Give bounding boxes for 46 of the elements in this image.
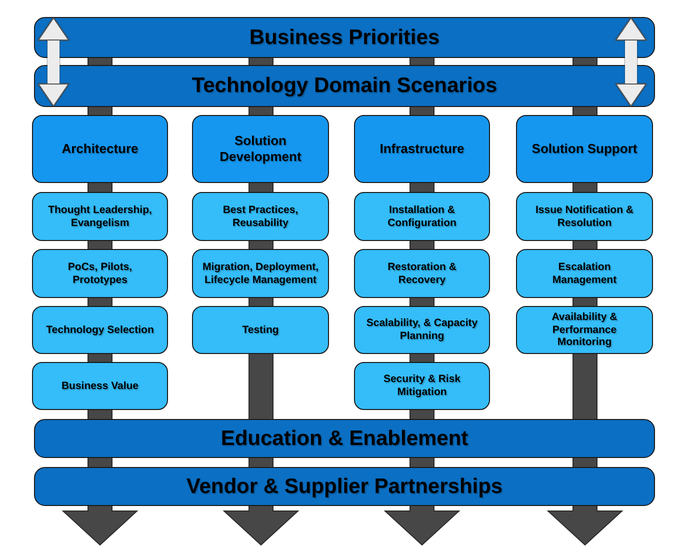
double-headed-arrow (38, 18, 69, 106)
process-box (516, 192, 653, 241)
process-box (516, 306, 653, 354)
process-box (32, 249, 168, 298)
band-title: Business Priorities (249, 24, 440, 50)
process-box (354, 249, 490, 298)
category-title: Solution Support (532, 141, 638, 157)
process-box (354, 306, 490, 354)
layer-band (34, 17, 655, 58)
layer-band (34, 467, 655, 506)
process-box (354, 192, 490, 241)
process-label: Thought Leadership, Evangelism (47, 204, 153, 230)
category-box (354, 115, 490, 183)
process-label: Business Value (61, 380, 139, 392)
process-box (354, 362, 490, 410)
process-box (32, 306, 168, 354)
layer-band (34, 65, 655, 107)
category-title: Solution Development (218, 133, 302, 165)
category-title: Architecture (62, 141, 138, 157)
process-label: Installation & Configuration (386, 204, 458, 230)
double-headed-arrow (616, 18, 646, 106)
category-box (192, 115, 329, 183)
process-box (192, 192, 329, 241)
process-label: Migration, Deployment, Lifecycle Management (201, 260, 320, 286)
layer-band (34, 419, 655, 458)
process-label: Testing (242, 324, 279, 336)
process-box (192, 306, 329, 354)
band-title: Technology Domain Scenarios (192, 73, 498, 99)
process-label: Escalation Management (551, 260, 618, 286)
process-label: Best Practices, Reusability (222, 204, 300, 230)
process-label: Scalability, & Capacity Planning (365, 317, 479, 343)
category-box (32, 115, 168, 183)
category-box (516, 115, 653, 183)
process-label: Technology Selection (46, 324, 154, 336)
process-label: Issue Notification & Resolution (534, 204, 634, 230)
process-label: PoCs, Pilots, Prototypes (66, 260, 134, 286)
process-label: Restoration & Recovery (386, 260, 458, 286)
process-box (192, 249, 329, 298)
process-box (32, 192, 168, 241)
process-label: Security & Risk Mitigation (382, 373, 462, 399)
process-box (32, 362, 168, 410)
category-title: Infrastructure (380, 141, 464, 157)
band-title: Vendor & Supplier Partnerships (186, 474, 503, 500)
process-label: Availability & Performance Monitoring (550, 311, 618, 349)
process-box (516, 249, 653, 298)
band-title: Education & Enablement (220, 426, 468, 452)
